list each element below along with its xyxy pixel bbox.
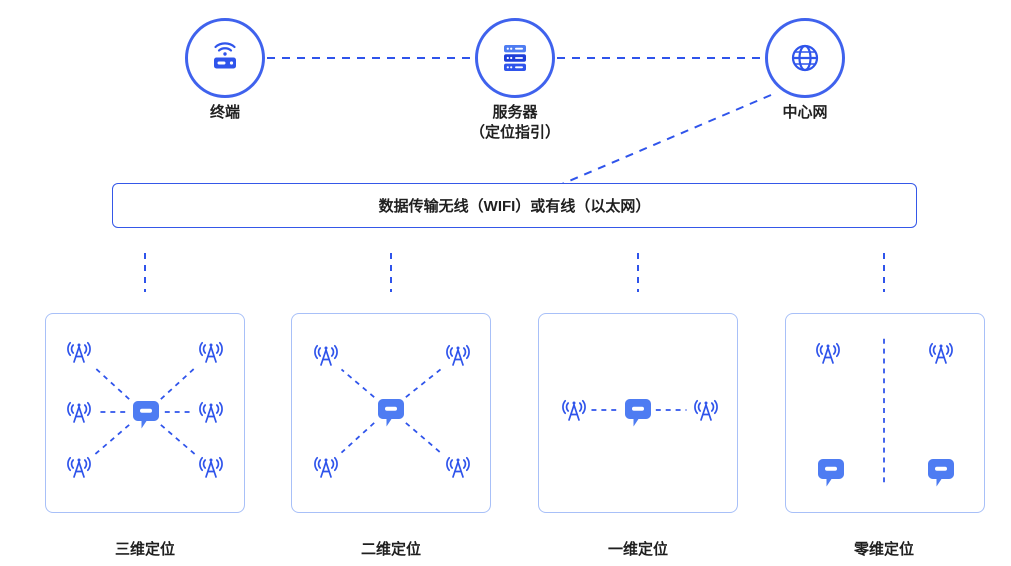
tag-icon [377,398,405,428]
antenna-icon [693,397,719,425]
server-label-line1: 服务器 [492,104,538,121]
tag-icon [817,458,845,488]
bus-label: 数据传输无线（WIFI）或有线（以太网） [378,198,651,215]
panel-2d-label: 二维定位 [360,541,421,558]
antenna-icon [313,454,339,482]
panel-0d-links [883,338,885,485]
panel-1d [538,313,738,513]
server-label: 服务器 （定位指引） [440,103,590,143]
panel-1d-links [591,409,687,411]
panel-3d-links [92,365,198,457]
link-network-bus [561,94,772,185]
antenna-icon [445,454,471,482]
panel-3d [45,313,245,513]
antenna-icon [815,340,841,368]
panel-0d [785,313,985,513]
antenna-icon [445,342,471,370]
node-central-network [765,18,845,98]
antenna-icon [66,399,92,427]
tag-icon [132,400,160,430]
node-server [475,18,555,98]
router-icon [214,42,236,69]
panel-1d-label: 一维定位 [607,541,668,558]
server-icon [504,45,526,71]
central-network-label: 中心网 [782,104,828,121]
globe-icon [791,44,819,72]
node-terminal [185,18,265,98]
panel-3d-label: 三维定位 [114,541,175,558]
antenna-icon [928,340,954,368]
panel-0d-label: 零维定位 [853,541,914,558]
antenna-icon [561,397,587,425]
server-label-line2: （定位指引） [469,124,560,141]
antenna-icon [66,454,92,482]
antenna-icon [198,454,224,482]
antenna-icon [313,342,339,370]
antenna-icon [198,399,224,427]
bus-box: 数据传输无线（WIFI）或有线（以太网） [112,183,917,228]
antenna-icon [198,339,224,367]
terminal-label: 终端 [209,104,240,121]
antenna-icon [66,339,92,367]
panel-2d-links [340,368,442,454]
tag-icon [624,398,652,428]
tag-icon [927,458,955,488]
panel-2d [291,313,491,513]
